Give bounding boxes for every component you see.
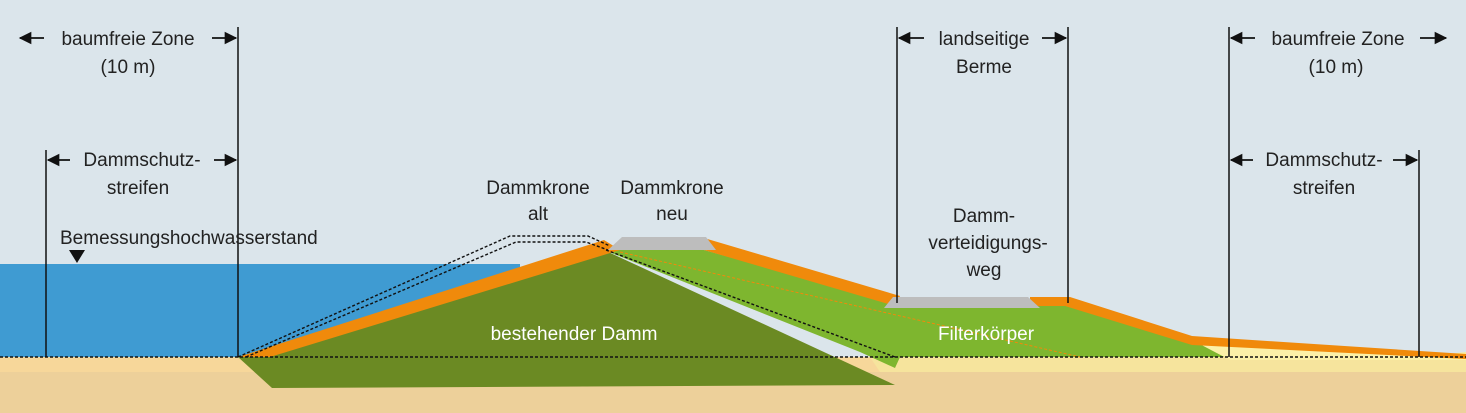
filter-body: [604, 250, 1230, 368]
dam-crest-new-pad: [608, 237, 716, 250]
existing-dam: [238, 250, 895, 388]
label-filterkoerper: Filterkörper: [938, 324, 1035, 345]
defence-road-pad: [884, 297, 1040, 308]
label-dammverteidigungsweg-1: Damm-: [953, 206, 1015, 227]
cover-layer-land-side-upper: [704, 238, 900, 306]
label-baumfreie-zone-right: baumfreie Zone: [1271, 29, 1404, 50]
label-dammkrone-alt-1: Dammkrone: [486, 178, 589, 199]
old-dam-land-slope-dashed: [605, 249, 896, 358]
label-bemessungshochwasserstand: Bemessungshochwasserstand: [60, 228, 318, 249]
label-landseitige-berme-2: Berme: [956, 57, 1012, 78]
label-dammkrone-alt-2: alt: [528, 204, 549, 225]
label-dammverteidigungsweg-3: weg: [966, 260, 1002, 281]
triangle-down-icon: [69, 250, 85, 263]
label-baumfreie-zone-left-width: (10 m): [101, 57, 156, 78]
label-dammverteidigungsweg-2: verteidigungs-: [928, 233, 1047, 254]
label-dammkrone-neu-2: neu: [656, 204, 688, 225]
cover-layer-water-side: [238, 240, 620, 357]
double-arrow-icon: [18, 31, 1448, 167]
label-dammschutz-left-1: Dammschutz-: [83, 150, 200, 171]
label-dammschutz-right-1: Dammschutz-: [1265, 150, 1382, 171]
label-bestehender-damm: bestehender Damm: [491, 324, 658, 345]
cover-layer-land-side-lower: [1030, 297, 1466, 359]
ground-land-side-layer: [870, 357, 1466, 372]
label-baumfreie-zone-right-width: (10 m): [1309, 57, 1364, 78]
label-dammkrone-neu-1: Dammkrone: [620, 178, 723, 199]
old-dam-outline-inner: [245, 241, 609, 358]
old-dam-land-slope-orange: [619, 251, 1081, 358]
label-baumfreie-zone-left: baumfreie Zone: [61, 29, 194, 50]
label-dammschutz-left-2: streifen: [107, 178, 169, 199]
label-landseitige-berme-1: landseitige: [939, 29, 1030, 50]
old-dam-outline-outer: [237, 235, 611, 358]
label-dammschutz-right-2: streifen: [1293, 178, 1355, 199]
